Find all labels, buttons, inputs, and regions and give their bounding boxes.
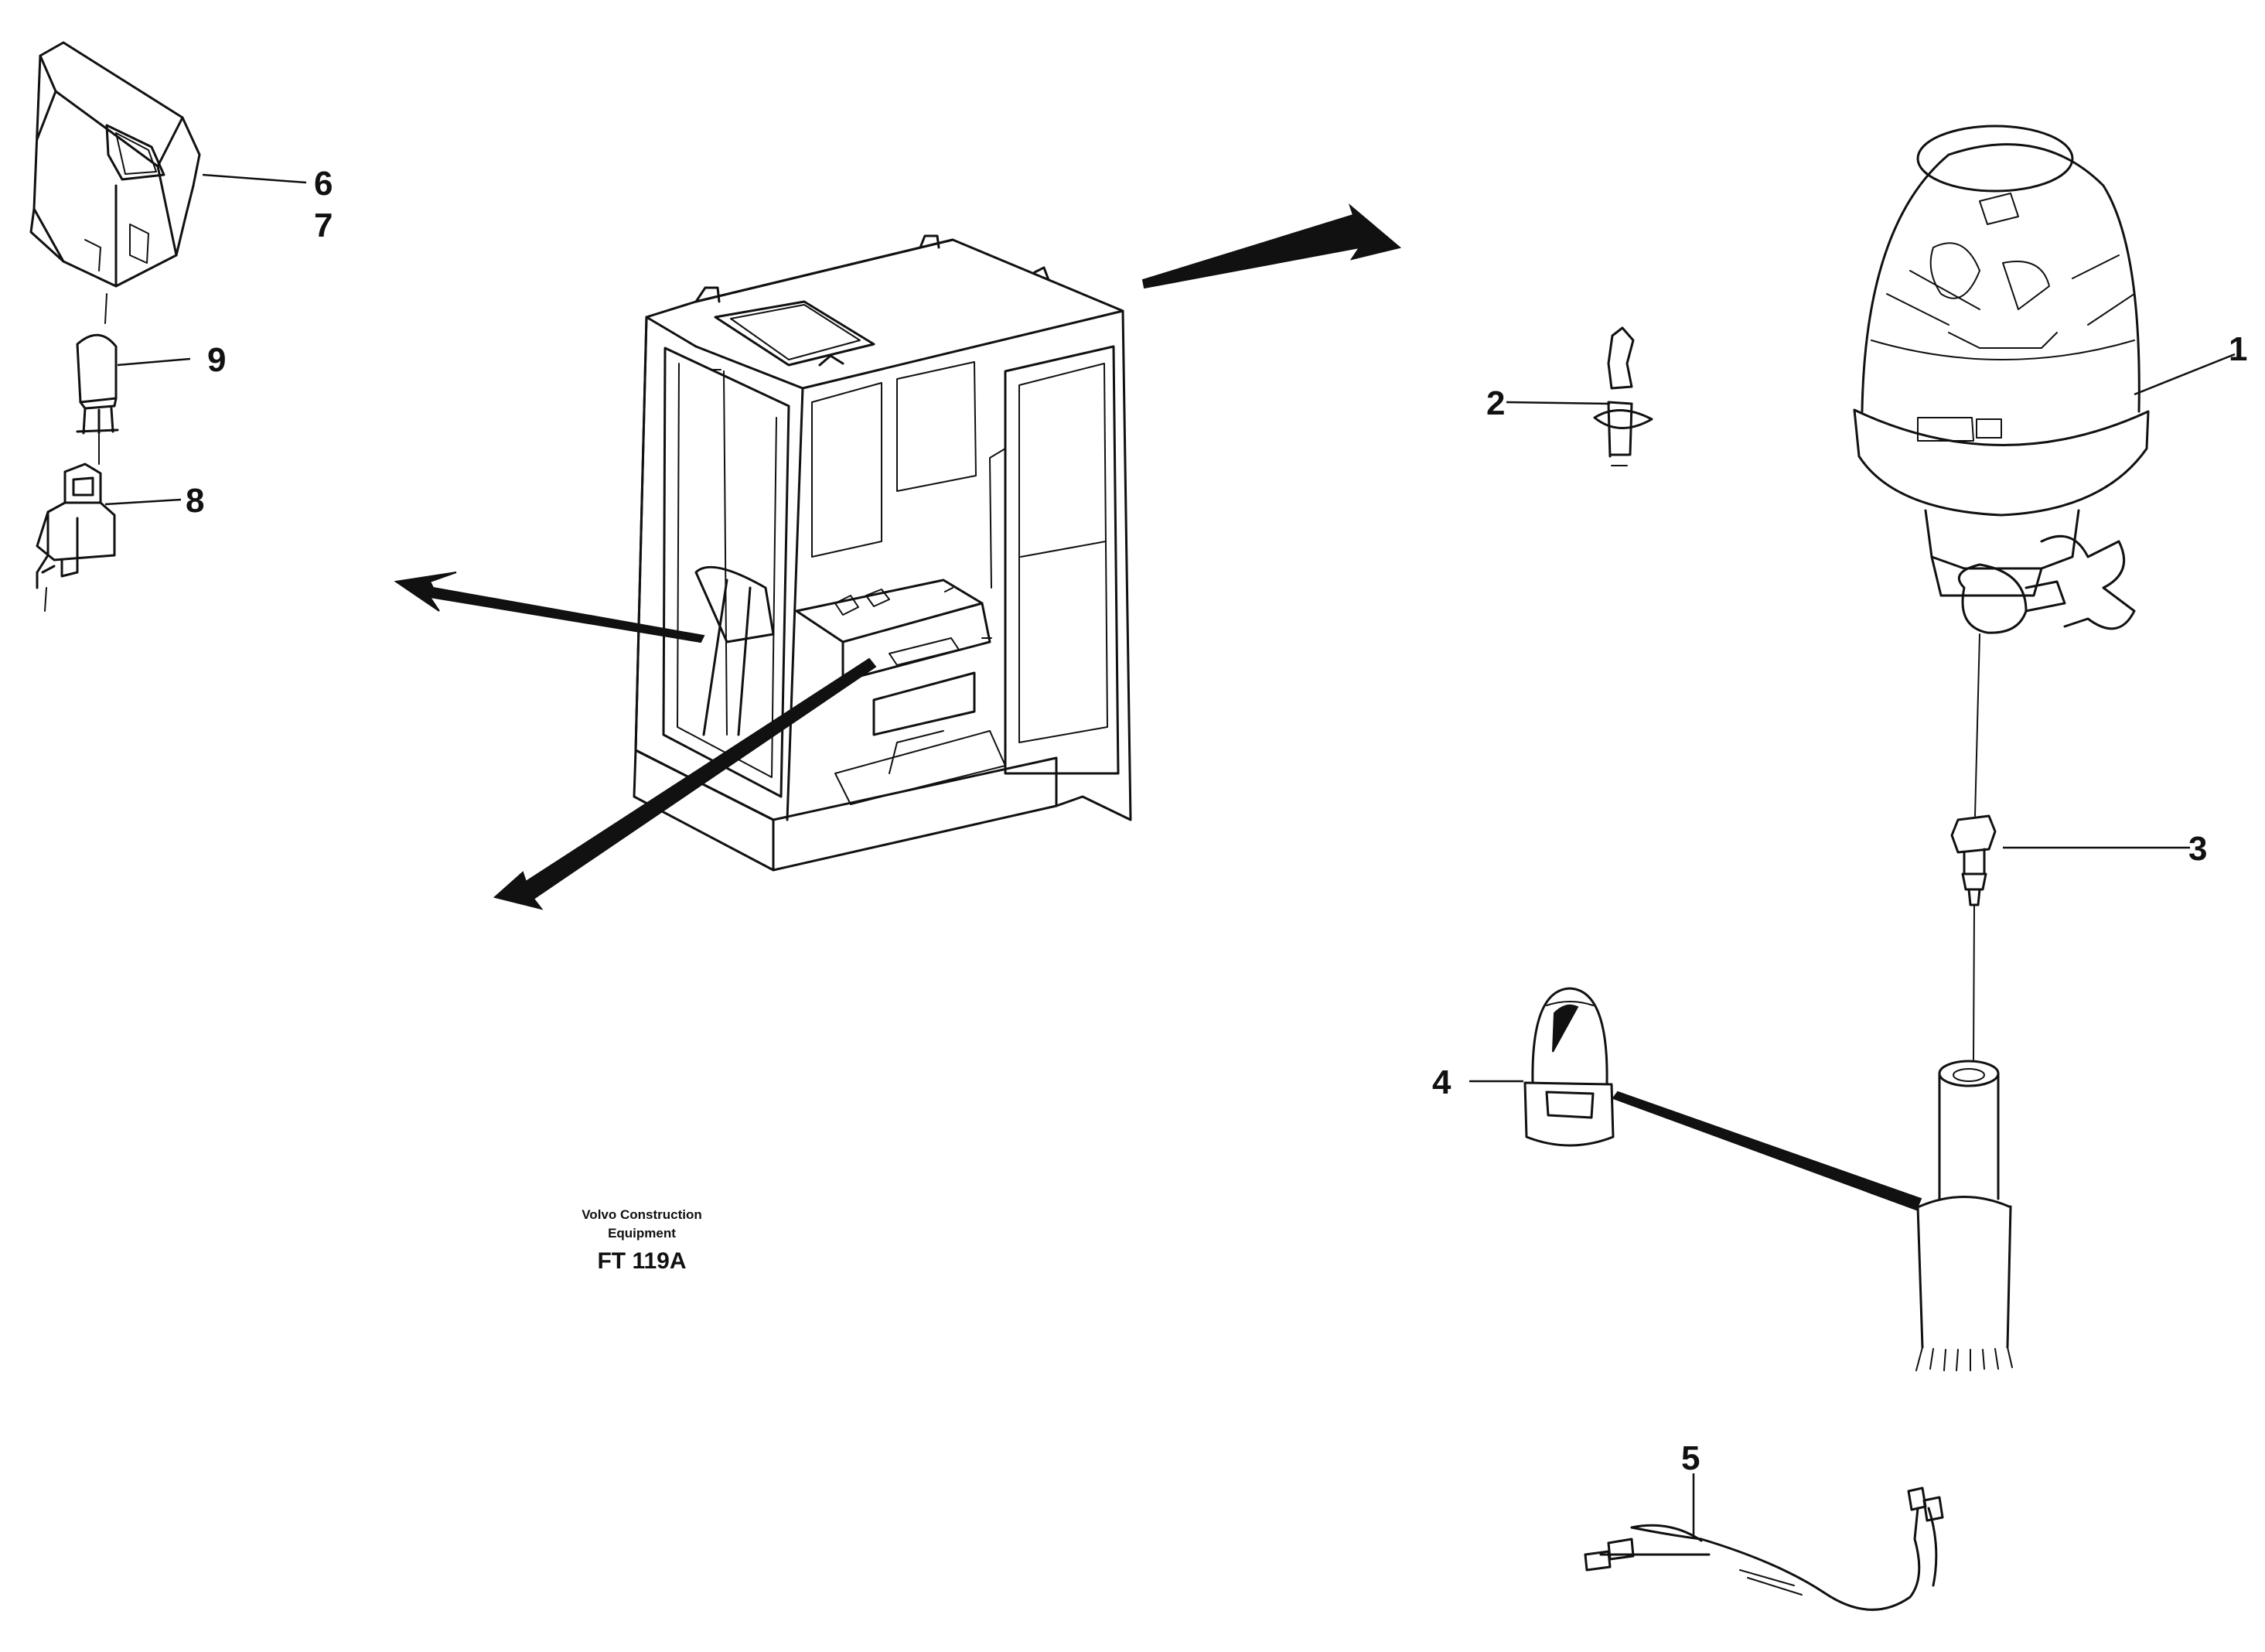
beacon-light xyxy=(1853,125,2150,634)
label-4: 4 xyxy=(1432,1063,1451,1101)
fitting-3 xyxy=(1950,814,1997,906)
caption-line1: Volvo Construction xyxy=(582,1207,702,1222)
caption-line2: Equipment xyxy=(608,1226,676,1241)
rocker-switch xyxy=(29,41,201,288)
bulb-2 xyxy=(1593,326,1653,466)
label-9: 9 xyxy=(207,341,226,379)
label-2: 2 xyxy=(1486,384,1505,422)
bulb-9 xyxy=(76,333,119,435)
arrow-to-beacon xyxy=(1141,203,1402,289)
label-1: 1 xyxy=(2229,330,2247,368)
label-5: 5 xyxy=(1681,1439,1700,1477)
bulb-holder-8 xyxy=(36,462,116,589)
protective-cover-4 xyxy=(1523,987,1615,1147)
label-3: 3 xyxy=(2188,830,2207,868)
cable-harness-5 xyxy=(1584,1486,1944,1611)
label-7: 7 xyxy=(314,206,333,244)
arrow-to-switch xyxy=(394,572,705,643)
arrow-to-lower-left xyxy=(493,657,877,910)
label-6: 6 xyxy=(314,165,333,203)
caption-code: FT 119A xyxy=(597,1248,686,1274)
label-8: 8 xyxy=(186,482,204,520)
operator-cab xyxy=(633,234,1132,872)
arrow-cover-to-tube xyxy=(1612,1091,1922,1211)
mount-tube xyxy=(1915,1060,2013,1371)
